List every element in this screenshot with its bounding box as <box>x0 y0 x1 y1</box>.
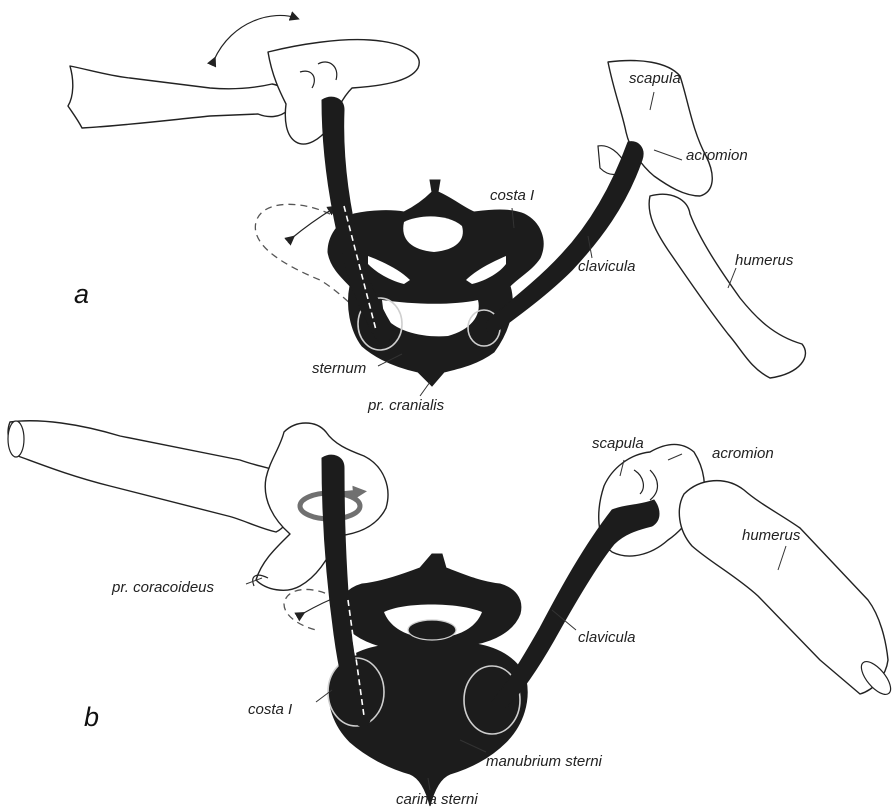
left-humerus-b <box>8 421 293 532</box>
elevation-arrow-a <box>292 208 334 238</box>
label-acromion-a: acromion <box>686 147 748 164</box>
label-clavicula-b: clavicula <box>578 629 636 646</box>
panel-a-letter: a <box>74 279 89 309</box>
label-humerus-b: humerus <box>742 527 801 544</box>
label-costa-b: costa I <box>248 701 292 718</box>
label-acromion-b: acromion <box>712 445 774 462</box>
label-scapula-b: scapula <box>592 435 644 452</box>
label-costa-a: costa I <box>490 187 534 204</box>
label-carina-b: carina sterni <box>396 791 478 808</box>
left-scapula-b <box>256 423 388 590</box>
left-humerus-a <box>68 66 289 128</box>
panel-b-letter: b <box>84 702 99 732</box>
right-humerus-a <box>649 194 805 378</box>
label-sternum-a: sternum <box>312 360 366 377</box>
label-coracoideus-b: pr. coracoideus <box>111 579 214 596</box>
right-humerus-b <box>679 481 888 694</box>
label-clavicula-a: clavicula <box>578 258 636 275</box>
label-humerus-a: humerus <box>735 252 794 269</box>
panel-a: a <box>68 15 805 414</box>
panel-b: b <box>8 421 893 808</box>
label-cranialis-a: pr. cranialis <box>367 397 445 414</box>
label-scapula-a: scapula <box>629 70 681 87</box>
label-manubrium-b: manubrium sterni <box>486 753 603 770</box>
